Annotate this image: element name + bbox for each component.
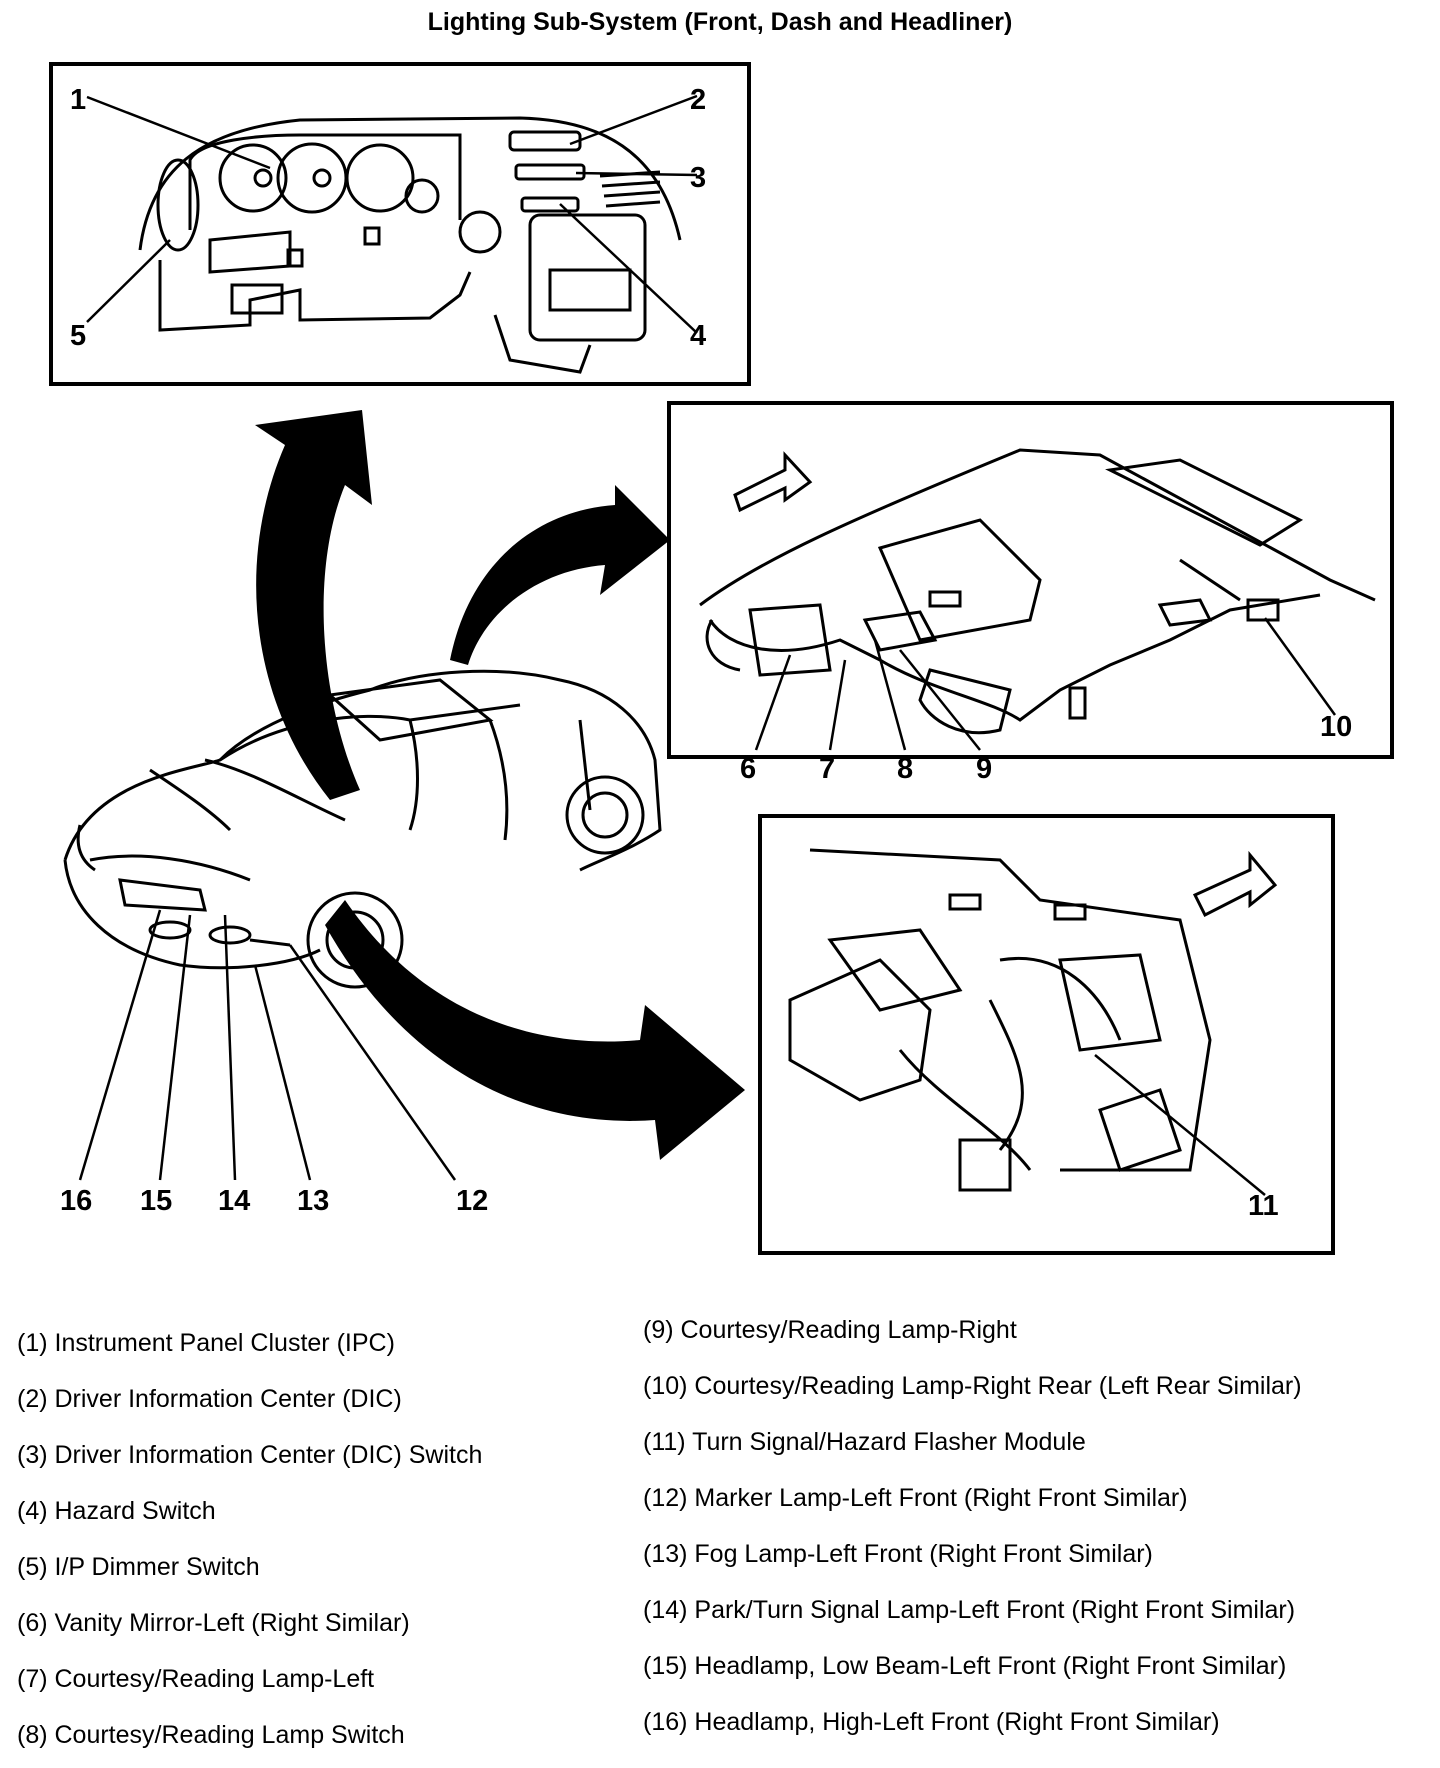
legend-item: (5) I/P Dimmer Switch — [17, 1553, 260, 1581]
callout-9: 9 — [976, 753, 992, 785]
callout-12: 12 — [456, 1185, 488, 1217]
legend-item: (9) Courtesy/Reading Lamp-Right — [643, 1316, 1017, 1344]
callout-1: 1 — [70, 84, 86, 116]
legend-item: (14) Park/Turn Signal Lamp-Left Front (R… — [643, 1596, 1296, 1624]
legend-item: (10) Courtesy/Reading Lamp-Right Rear (L… — [643, 1372, 1302, 1400]
legend-item: (13) Fog Lamp-Left Front (Right Front Si… — [643, 1540, 1153, 1568]
callout-8: 8 — [897, 753, 913, 785]
legend-item: (11) Turn Signal/Hazard Flasher Module — [643, 1428, 1086, 1456]
callout-11: 11 — [1248, 1190, 1279, 1222]
flasher-panel: 11 — [758, 814, 1335, 1255]
legend-item: (3) Driver Information Center (DIC) Swit… — [17, 1441, 483, 1469]
callout-2: 2 — [690, 84, 706, 116]
headliner-panel: 6 7 8 9 10 — [667, 401, 1394, 785]
callout-15: 15 — [140, 1185, 172, 1217]
car-leader-lines — [78, 909, 457, 1181]
legend-item: (1) Instrument Panel Cluster (IPC) — [17, 1329, 395, 1357]
callout-5: 5 — [70, 320, 86, 352]
car-illustration — [63, 669, 662, 989]
pointer-arrows — [255, 410, 745, 1160]
legend-item: (6) Vanity Mirror-Left (Right Similar) — [17, 1609, 410, 1637]
legend-left: (1) Instrument Panel Cluster (IPC) (2) D… — [17, 1315, 482, 1763]
lighting-diagram: 1 2 3 4 5 6 — [49, 62, 1394, 1255]
legend-item: (16) Headlamp, High-Left Front (Right Fr… — [643, 1708, 1220, 1736]
legend-right: (9) Courtesy/Reading Lamp-Right (10) Cou… — [643, 1302, 1302, 1750]
callout-10: 10 — [1320, 711, 1352, 743]
legend-item: (2) Driver Information Center (DIC) — [17, 1385, 402, 1413]
diagram-title: Lighting Sub-System (Front, Dash and Hea… — [427, 8, 1013, 36]
legend-item: (12) Marker Lamp-Left Front (Right Front… — [643, 1484, 1188, 1512]
legend-item: (8) Courtesy/Reading Lamp Switch — [17, 1721, 405, 1749]
callout-13: 13 — [297, 1185, 329, 1217]
callout-16: 16 — [60, 1185, 92, 1217]
callout-7: 7 — [819, 753, 835, 785]
callout-6: 6 — [740, 753, 756, 785]
legend-item: (4) Hazard Switch — [17, 1497, 216, 1525]
callout-14: 14 — [218, 1185, 250, 1217]
legend-item: (15) Headlamp, Low Beam-Left Front (Righ… — [643, 1652, 1287, 1680]
dash-panel: 1 2 3 4 5 — [49, 62, 751, 386]
legend-item: (7) Courtesy/Reading Lamp-Left — [17, 1665, 375, 1693]
callout-3: 3 — [690, 162, 706, 194]
callout-4: 4 — [690, 320, 706, 352]
